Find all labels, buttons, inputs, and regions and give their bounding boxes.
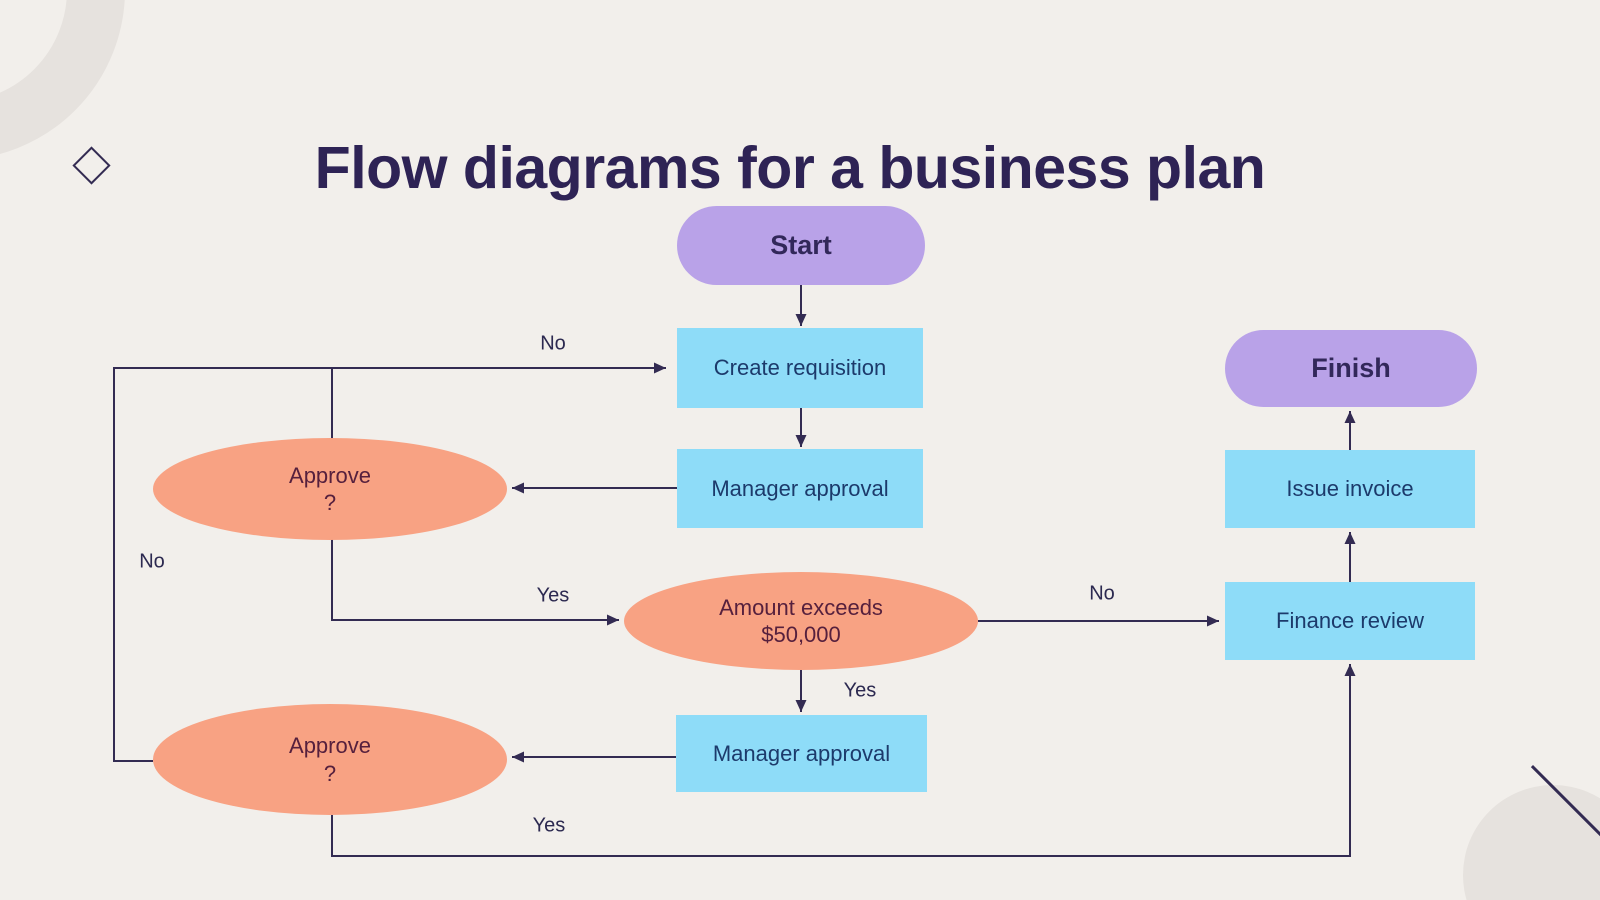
edge-approve2-yes-to-finance: [331, 664, 1356, 857]
node-label: Finance review: [1276, 608, 1424, 634]
node-amount-exceeds-50000: Amount exceeds$50,000: [624, 572, 978, 670]
node-manager-approval-1: Manager approval: [677, 449, 923, 528]
node-label: Start: [770, 229, 832, 260]
node-finish: Finish: [1225, 330, 1477, 407]
node-label: Amount exceeds: [719, 594, 883, 620]
edge-no-return-to-create: [113, 362, 666, 762]
node-label: Issue invoice: [1286, 476, 1414, 502]
edge-label-yes-approve2: Yes: [532, 814, 566, 837]
edge-label-yes-amount: Yes: [843, 679, 877, 702]
edge-label-yes-approve1: Yes: [536, 584, 570, 607]
node-label: Finish: [1311, 352, 1391, 383]
edge-label-no-amount: No: [1089, 582, 1115, 605]
page-title: Flow diagrams for a business plan: [314, 134, 1266, 201]
node-manager-approval-2: Manager approval: [676, 715, 927, 792]
node-start: Start: [677, 206, 925, 285]
node-label: Create requisition: [713, 355, 887, 381]
node-approve-2: Approve?: [153, 704, 507, 815]
node-label: Manager approval: [711, 475, 889, 501]
node-approve-1: Approve?: [153, 438, 507, 540]
node-label: Approve: [289, 462, 371, 488]
node-create-requisition: Create requisition: [677, 328, 923, 408]
node-label: $50,000: [761, 622, 841, 647]
node-label: Approve: [289, 733, 371, 758]
edge-label-no-left: No: [139, 550, 165, 573]
node-issue-invoice: Issue invoice: [1225, 450, 1475, 528]
edge-label-no-top: No: [540, 332, 566, 355]
node-label: ?: [323, 490, 337, 515]
node-finance-review: Finance review: [1225, 582, 1475, 660]
node-label: ?: [323, 760, 337, 786]
node-label: Manager approval: [712, 740, 891, 766]
